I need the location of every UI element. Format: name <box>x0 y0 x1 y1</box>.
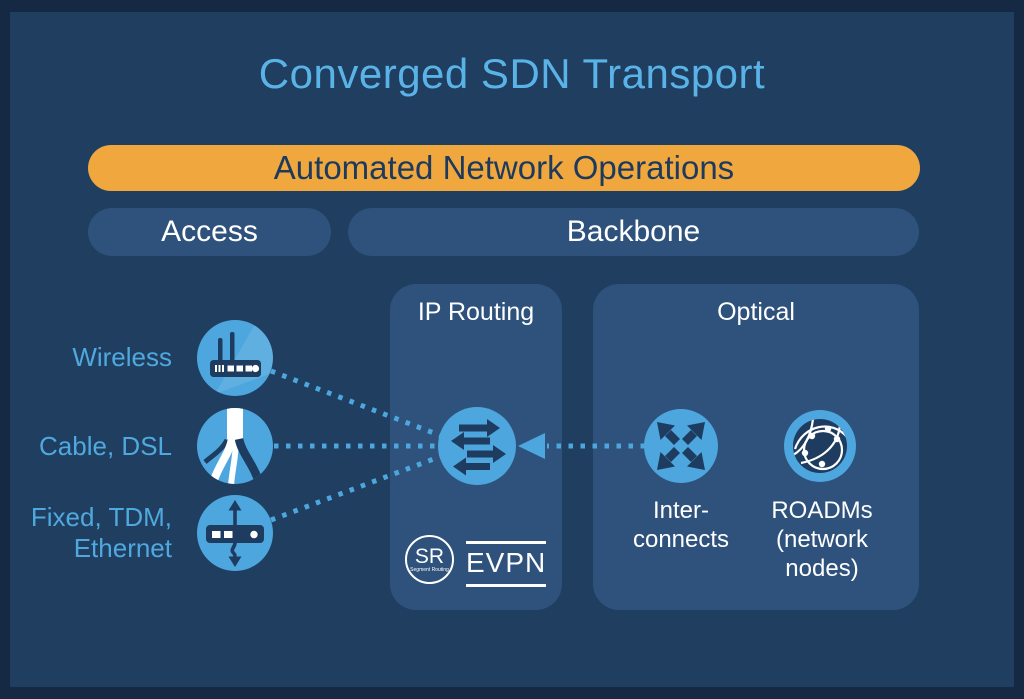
crossing-arrows-icon <box>644 409 718 488</box>
wireless-router-icon <box>197 320 273 401</box>
globe-network-icon <box>782 408 858 489</box>
lane-backbone-label: Backbone <box>566 215 701 248</box>
evpn-badge: EVPN <box>466 541 546 587</box>
ip-router-arrows-icon <box>438 407 516 490</box>
access-label-fixed-tdm-ethernet: Fixed, TDM, Ethernet <box>30 502 172 563</box>
evpn-label: EVPN <box>466 547 547 578</box>
automation-banner: Automated Network Operations <box>88 145 920 191</box>
lane-backbone: Backbone <box>348 208 919 256</box>
access-label-wireless: Wireless <box>72 342 172 372</box>
access-label-cable-dsl: Cable, DSL <box>39 431 172 461</box>
roadms-label: ROADMs (network nodes) <box>771 497 873 582</box>
sr-sublabel: Segment Routing <box>410 566 449 573</box>
ethernet-switch-icon <box>197 495 273 576</box>
ip-routing-title: IP Routing <box>417 298 535 326</box>
interconnects-label: Inter- connects <box>632 497 730 553</box>
lane-access-label: Access <box>161 215 258 248</box>
sr-label: SR <box>414 544 445 568</box>
cable-splitter-icon <box>197 408 273 489</box>
optical-title: Optical <box>717 298 795 326</box>
page-title: Converged SDN Transport <box>258 50 766 97</box>
automation-banner-label: Automated Network Operations <box>273 149 735 186</box>
segment-routing-badge: SR Segment Routing <box>405 535 454 584</box>
optical-panel: Optical <box>593 284 919 610</box>
lane-access: Access <box>88 208 331 256</box>
